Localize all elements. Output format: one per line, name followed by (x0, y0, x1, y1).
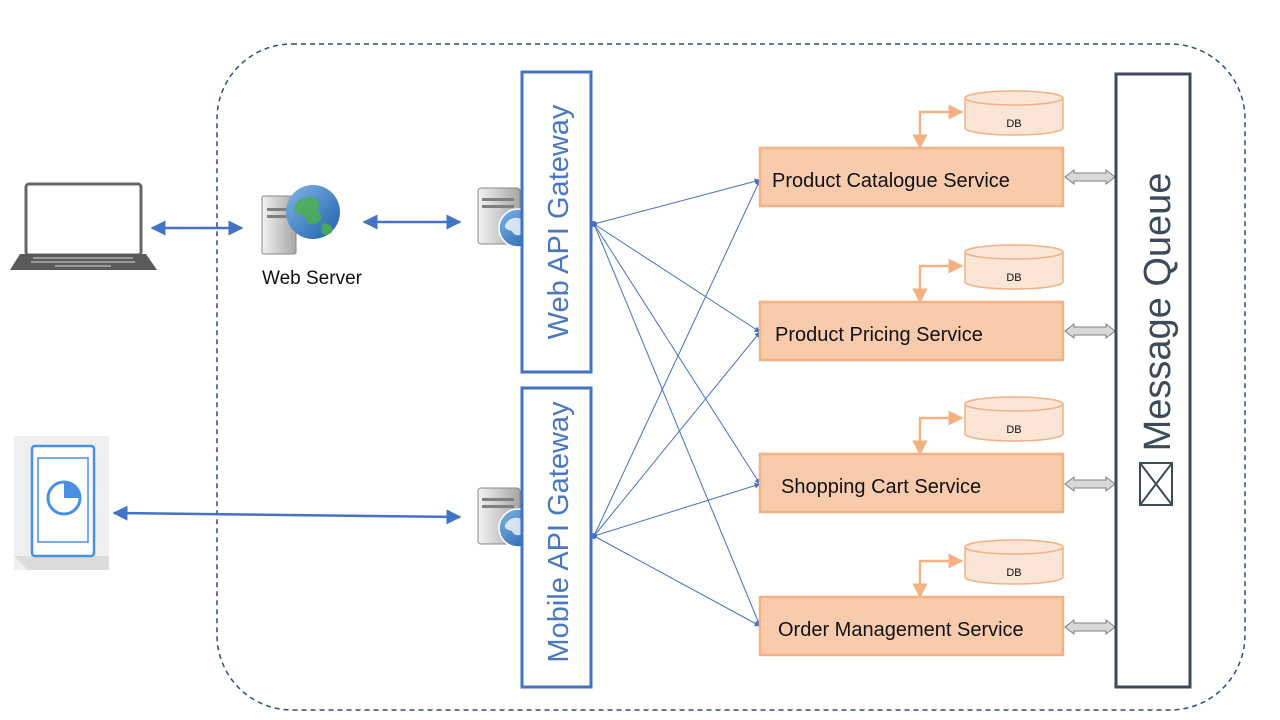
db-connector (912, 104, 964, 150)
service-cart: Shopping Cart Service DB (758, 396, 1065, 514)
db-label: DB (1006, 118, 1021, 130)
gateway-service-connectors (593, 178, 761, 627)
message-queue-box (1114, 72, 1192, 689)
db-connector (912, 258, 964, 304)
service-label: Product Pricing Service (775, 324, 983, 346)
service-catalogue: Product Catalogue Service DB (758, 90, 1065, 208)
catalogue-queue-double-arrow (1064, 168, 1116, 186)
message-queue-label: Message Queue (1137, 173, 1179, 452)
web-server-label: Web Server (262, 268, 363, 289)
service-queue-connectors (1064, 168, 1116, 636)
service-box (758, 452, 1065, 514)
service-box (758, 595, 1065, 657)
web-api-gateway-label: Web API Gateway (543, 104, 575, 339)
db-label: DB (1006, 272, 1021, 284)
service-pricing: Product Pricing Service DB (758, 244, 1065, 362)
mobile-gateway-to-cart (593, 482, 761, 537)
mobile-api-gateway-label: Mobile API Gateway (543, 401, 575, 663)
database-icon (964, 396, 1064, 442)
mobile-device-icon (14, 436, 109, 570)
mobile-gateway-junction (591, 533, 597, 539)
mobile-api-gateway-box (520, 386, 593, 689)
db-label: DB (1006, 424, 1021, 436)
db-connector (912, 410, 964, 456)
mobile-gateway-to-order (593, 535, 761, 627)
pricing-queue-double-arrow (1064, 322, 1116, 340)
database-icon (964, 244, 1064, 290)
service-box (758, 146, 1065, 208)
system-boundary (216, 43, 1246, 711)
web-gateway-to-catalogue (593, 178, 761, 225)
service-label: Product Catalogue Service (772, 170, 1010, 192)
web-gateway-to-order (593, 223, 761, 627)
laptop-icon (10, 182, 157, 270)
envelope-icon (1139, 462, 1173, 506)
mobile-gateway-to-pricing (593, 331, 761, 537)
cart-queue-double-arrow (1064, 475, 1116, 493)
mobile-gateway-to-catalogue (593, 179, 761, 537)
db-connector (912, 553, 964, 599)
web-gateway-to-pricing (593, 223, 761, 333)
order-queue-double-arrow (1064, 618, 1116, 636)
db-label: DB (1006, 567, 1021, 579)
database-icon (964, 539, 1064, 585)
web-gateway-to-cart (593, 223, 761, 485)
web-gateway-junction (591, 221, 597, 227)
web-server-icon (261, 185, 340, 255)
web-api-gateway-box (520, 70, 593, 374)
service-label: Order Management Service (778, 619, 1024, 641)
service-label: Shopping Cart Service (781, 476, 981, 498)
service-box (758, 300, 1065, 362)
service-order: Order Management Service DB (758, 539, 1065, 657)
mobile-to-gateway-arrow (112, 505, 462, 525)
database-icon (964, 90, 1064, 136)
